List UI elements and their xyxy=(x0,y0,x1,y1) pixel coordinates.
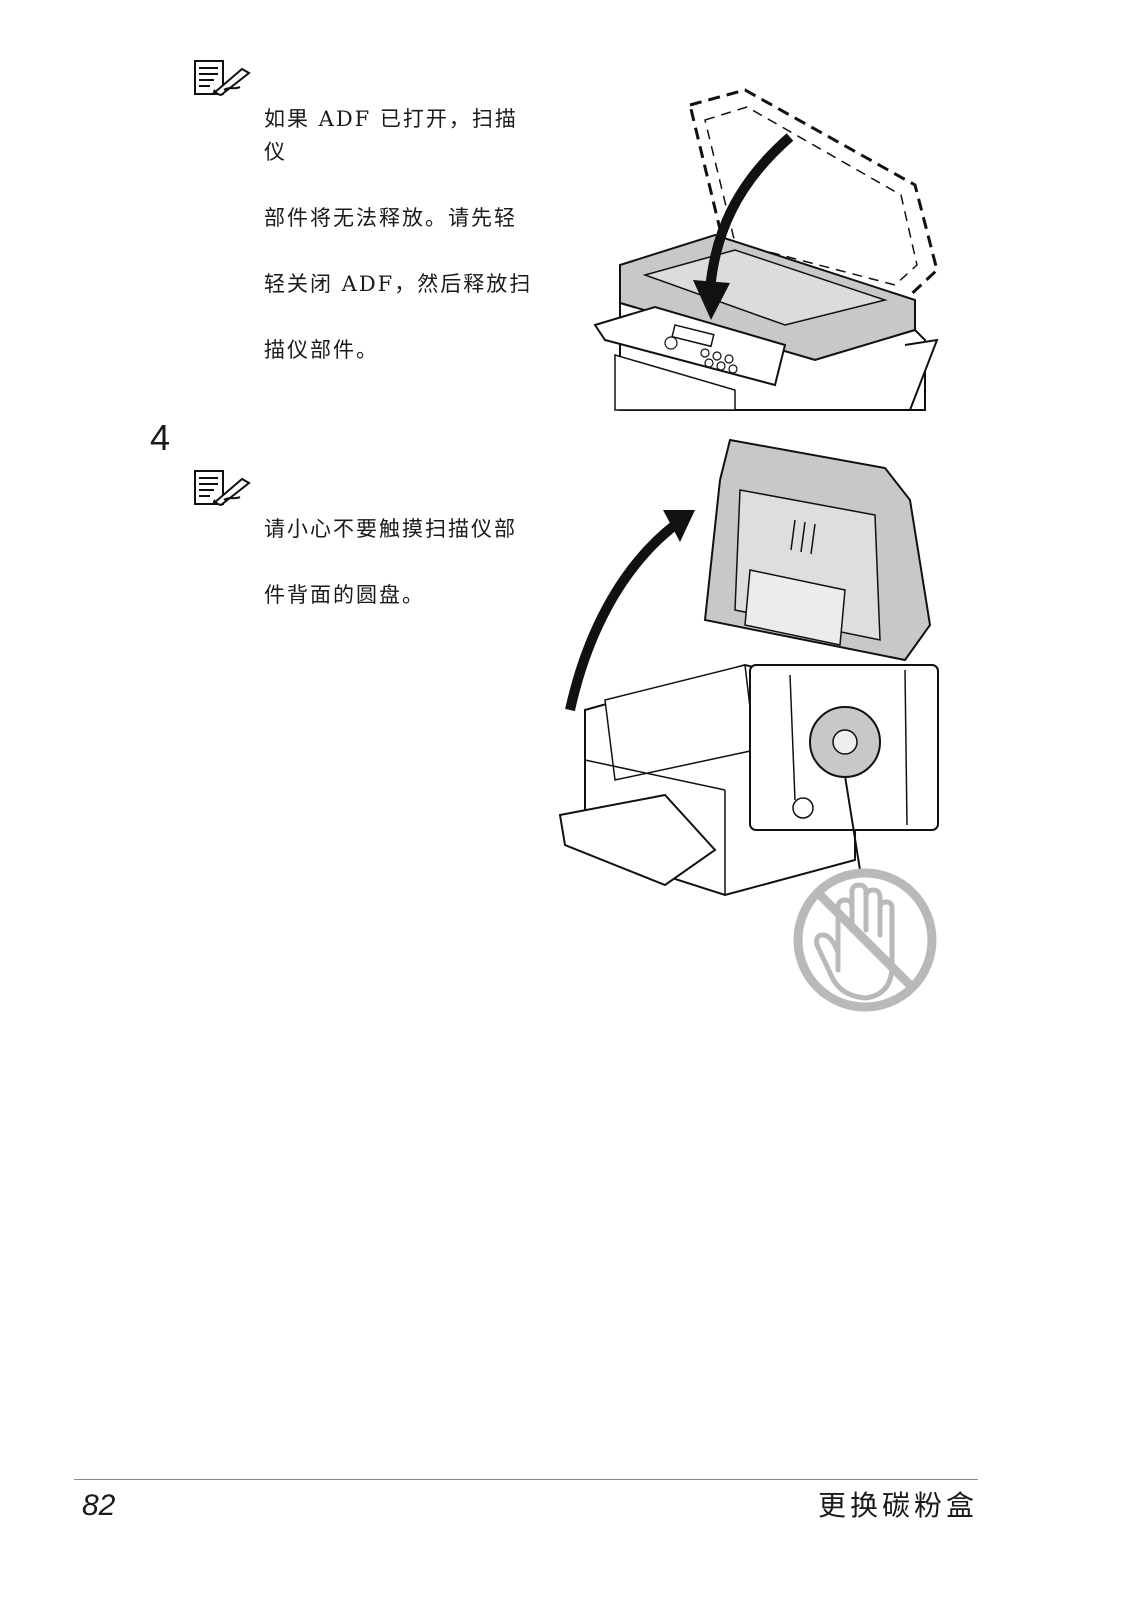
figure-close-adf xyxy=(593,88,939,411)
curved-arrow-down-icon xyxy=(693,133,794,320)
note-pencil-icon xyxy=(194,470,251,506)
note-line: 如果 ADF 已打开，扫描仪 xyxy=(264,107,518,164)
figure-lift-scanner xyxy=(558,438,939,1012)
note-line: 件背面的圆盘。 xyxy=(264,583,425,607)
page-number: 82 xyxy=(82,1489,116,1522)
note-line: 部件将无法释放。请先轻 xyxy=(264,206,517,230)
note-pencil-icon xyxy=(194,60,251,96)
note-text-adf: 如果 ADF 已打开，扫描仪 部件将无法释放。请先轻 轻关闭 ADF，然后释放扫… xyxy=(264,70,539,400)
curved-arrow-up-icon xyxy=(565,510,695,712)
footer-divider xyxy=(74,1479,978,1480)
note-line: 描仪部件。 xyxy=(264,338,379,362)
chapter-title: 更换碳粉盒 xyxy=(817,1489,978,1522)
no-touch-hand-icon xyxy=(793,868,937,1012)
note-text-disc-warning: 请小心不要触摸扫描仪部 件背面的圆盘。 xyxy=(264,480,539,645)
note-line: 轻关闭 ADF，然后释放扫 xyxy=(264,272,533,296)
step-number: 4 xyxy=(150,417,171,458)
note-line: 请小心不要触摸扫描仪部 xyxy=(264,517,517,541)
